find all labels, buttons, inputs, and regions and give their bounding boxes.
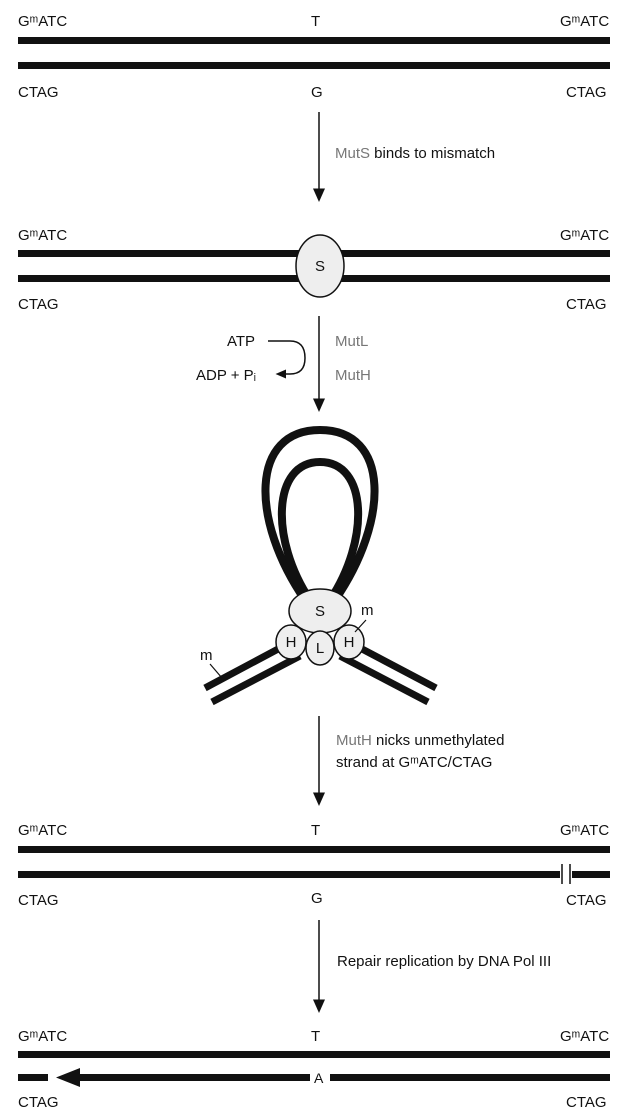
top-strand (18, 1051, 610, 1058)
muth-label-right: H (344, 634, 355, 651)
bottom-strand-right-of-nick (572, 871, 610, 878)
methyl-tick-left (209, 663, 223, 679)
step-3-caption-line2: strand at GᵐATC/CTAG (336, 754, 492, 771)
repaired-base-label: A (314, 1070, 324, 1086)
label-mutl: MutL (335, 333, 368, 350)
label-ctag-right: CTAG (566, 892, 607, 909)
loop-outer-strand (261, 425, 379, 603)
methyl-label-left: m (200, 647, 213, 664)
mutl-label: L (316, 640, 324, 657)
label-gmatc-left: GᵐATC (18, 13, 67, 30)
label-gmatc-left: GᵐATC (18, 1028, 67, 1045)
top-strand (18, 846, 610, 853)
muts-label: S (315, 603, 325, 620)
muth-label-left: H (286, 634, 297, 651)
label-gmatc-left: GᵐATC (18, 227, 67, 244)
bottom-strand (18, 62, 610, 69)
label-mismatch-bottom: G (311, 890, 323, 907)
label-ctag-left: CTAG (18, 84, 59, 101)
label-muth: MutH (335, 367, 371, 384)
label-gmatc-right: GᵐATC (560, 227, 609, 244)
label-ctag-right: CTAG (566, 1094, 607, 1111)
methyl-tick-right (354, 619, 367, 633)
label-mismatch-bottom: G (311, 84, 323, 101)
stage-1-duplex: GᵐATC T GᵐATC CTAG G CTAG (18, 13, 610, 101)
label-ctag-left: CTAG (18, 892, 59, 909)
label-gmatc-right: GᵐATC (560, 822, 609, 839)
top-strand (18, 37, 610, 44)
right-arm-strand-2 (338, 652, 430, 706)
stage-3-loop-complex: S L H H m m (200, 425, 438, 706)
synthesis-arrowhead (56, 1068, 80, 1087)
label-ctag-left: CTAG (18, 296, 59, 313)
atp-hydrolysis-arrow (268, 340, 306, 379)
stage-2-muts-bound: GᵐATC GᵐATC S CTAG CTAG (18, 227, 610, 313)
bottom-strand-old-segment (18, 1074, 48, 1081)
label-ctag-right: CTAG (566, 84, 607, 101)
new-strand-left (74, 1074, 310, 1081)
bottom-strand-left-of-nick (18, 871, 560, 878)
mutl-protein (305, 630, 335, 666)
step-4-caption: Repair replication by DNA Pol III (337, 953, 551, 970)
label-ctag-left: CTAG (18, 1094, 59, 1111)
label-ctag-right: CTAG (566, 296, 607, 313)
stage-5-repaired-duplex: GᵐATC T GᵐATC A CTAG CTAG (18, 1028, 610, 1111)
step-1-caption: MutS binds to mismatch (335, 145, 495, 162)
muth-protein-right (333, 624, 365, 660)
label-mismatch-top: T (311, 1028, 320, 1045)
muts-protein (295, 234, 345, 298)
label-adp-pi: ADP + Pᵢ (196, 367, 256, 384)
new-strand-right (330, 1074, 610, 1081)
muts-label: S (315, 258, 325, 275)
label-gmatc-left: GᵐATC (18, 822, 67, 839)
loop-inner-strand (277, 457, 363, 603)
step-3-caption-line1: MutH nicks unmethylated (336, 732, 504, 749)
methyl-label-right: m (361, 602, 374, 619)
muth-protein-left (275, 624, 307, 660)
label-mismatch-top: T (311, 13, 320, 30)
label-gmatc-right: GᵐATC (560, 13, 609, 30)
label-gmatc-right: GᵐATC (560, 1028, 609, 1045)
stage-4-nicked-duplex: GᵐATC T GᵐATC CTAG G CTAG (18, 822, 610, 909)
label-mismatch-top: T (311, 822, 320, 839)
label-atp: ATP (227, 333, 255, 350)
left-arm-strand-2 (210, 652, 302, 706)
